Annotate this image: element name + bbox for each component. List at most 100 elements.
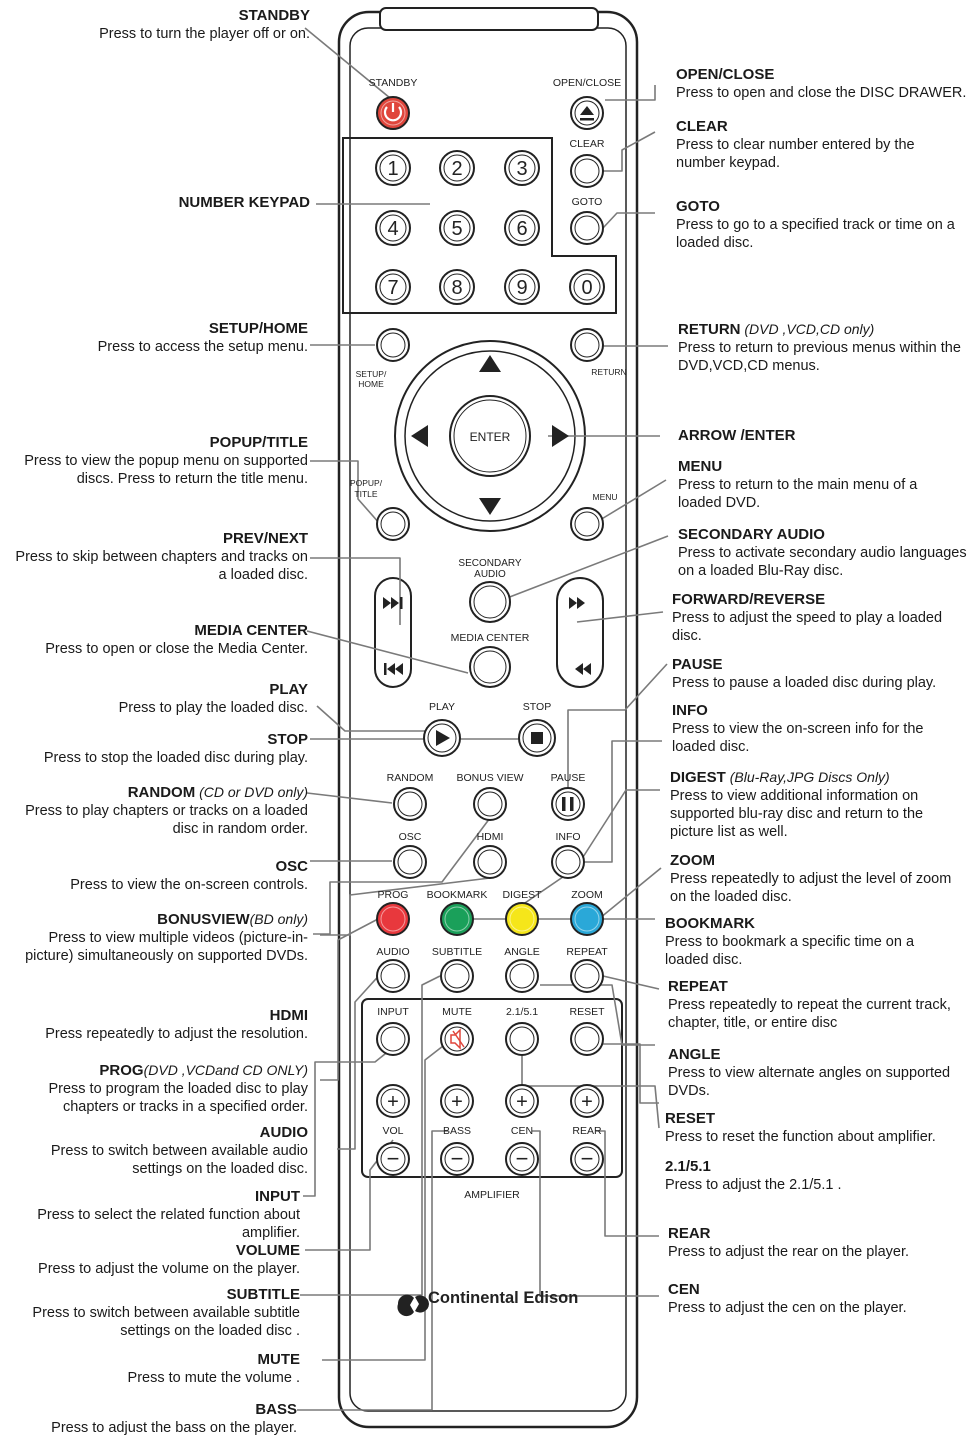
annotation-desc: Press to activate secondary audio langua… bbox=[678, 545, 967, 579]
annotation-title: PAUSE bbox=[672, 656, 723, 673]
open-close-button[interactable] bbox=[570, 96, 604, 130]
annotation-desc: Press to return to the main menu of a lo… bbox=[678, 477, 918, 511]
arrow-right-icon[interactable] bbox=[552, 425, 569, 447]
digit-9-label: 9 bbox=[516, 277, 527, 299]
digit-6-button[interactable]: 6 bbox=[504, 210, 540, 246]
goto-label: GOTO bbox=[572, 196, 603, 208]
digit-3-button[interactable]: 3 bbox=[504, 150, 540, 186]
media-center-button[interactable] bbox=[469, 646, 511, 688]
digit-0-button[interactable]: 0 bbox=[569, 269, 605, 305]
annotation-title: DIGEST bbox=[670, 769, 726, 786]
play-icon bbox=[436, 730, 450, 746]
digit-9-button[interactable]: 9 bbox=[504, 269, 540, 305]
secondary-audio-label-1: SECONDARY bbox=[458, 558, 521, 569]
leader-random bbox=[306, 792, 393, 804]
standby-button[interactable] bbox=[376, 96, 410, 130]
rear-plus-label: + bbox=[581, 1091, 593, 1113]
vol-plus-button[interactable]: + bbox=[376, 1084, 410, 1118]
info-button[interactable] bbox=[551, 845, 585, 879]
rear-plus-button[interactable]: + bbox=[570, 1084, 604, 1118]
annotation-title: GOTO bbox=[676, 198, 720, 215]
enter-button[interactable] bbox=[449, 395, 531, 477]
cen-plus-button[interactable]: + bbox=[505, 1084, 539, 1118]
subtitle-label: SUBTITLE bbox=[432, 946, 482, 958]
stop-button[interactable] bbox=[518, 719, 556, 757]
angle-button[interactable] bbox=[505, 959, 539, 993]
leader-hdmi bbox=[320, 877, 491, 936]
cen-minus-button[interactable]: − bbox=[505, 1142, 539, 1176]
repeat-button[interactable] bbox=[570, 959, 604, 993]
vol-minus-button[interactable]: − bbox=[376, 1142, 410, 1176]
popup-title-button[interactable] bbox=[376, 507, 410, 541]
digest-button[interactable] bbox=[505, 902, 539, 936]
bonus-view-button[interactable] bbox=[473, 787, 507, 821]
bass-minus-button[interactable]: − bbox=[440, 1142, 474, 1176]
secondary-audio-button[interactable] bbox=[469, 581, 511, 623]
return-button[interactable] bbox=[570, 328, 604, 362]
subtitle-button[interactable] bbox=[440, 959, 474, 993]
annotation-arrow-enter: ARROW /ENTER bbox=[678, 427, 958, 445]
digit-2-button[interactable]: 2 bbox=[439, 150, 475, 186]
audio-label: AUDIO bbox=[376, 946, 409, 958]
popup-title-label-1: POPUP/ bbox=[350, 478, 383, 488]
osc-button[interactable] bbox=[393, 845, 427, 879]
mute-button[interactable] bbox=[440, 1022, 474, 1056]
bass-plus-button[interactable]: + bbox=[440, 1084, 474, 1118]
zoom-button[interactable] bbox=[570, 902, 604, 936]
info-label: INFO bbox=[555, 831, 580, 843]
annotation-desc: Press to return to previous menus within… bbox=[678, 340, 961, 374]
leader-standby bbox=[304, 27, 391, 99]
digit-5-button[interactable]: 5 bbox=[439, 210, 475, 246]
digit-8-button[interactable]: 8 bbox=[439, 269, 475, 305]
goto-button[interactable] bbox=[570, 211, 604, 245]
clear-button[interactable] bbox=[570, 154, 604, 188]
bookmark-button[interactable] bbox=[440, 902, 474, 936]
random-button[interactable] bbox=[393, 787, 427, 821]
stop-label: STOP bbox=[523, 701, 551, 713]
play-label: PLAY bbox=[429, 701, 455, 713]
prev-icon[interactable] bbox=[384, 663, 387, 675]
play-button[interactable] bbox=[423, 719, 461, 757]
hdmi-button[interactable] bbox=[473, 845, 507, 879]
annotation-desc: Press to clear number entered by the num… bbox=[676, 137, 915, 171]
digit-7-label: 7 bbox=[387, 277, 398, 299]
menu-button[interactable] bbox=[570, 507, 604, 541]
setup-home-button[interactable] bbox=[376, 328, 410, 362]
annotation-return: RETURN (DVD ,VCD,CD only)Press to return… bbox=[678, 320, 968, 375]
bass-minus-label: − bbox=[451, 1146, 464, 1171]
ch-2151-label: 2.1/5.1 bbox=[506, 1006, 538, 1018]
annotation-title: BASS bbox=[255, 1401, 297, 1418]
annotation-title: RETURN bbox=[678, 321, 741, 338]
digit-7-button[interactable]: 7 bbox=[375, 269, 411, 305]
prog-button[interactable] bbox=[376, 902, 410, 936]
reset-label: RESET bbox=[569, 1006, 605, 1018]
annotation-desc: Press to stop the loaded disc during pla… bbox=[43, 750, 308, 766]
setup-home-label-2: HOME bbox=[358, 379, 384, 389]
rear-minus-button[interactable]: − bbox=[570, 1142, 604, 1176]
arrow-down-icon[interactable] bbox=[479, 498, 501, 515]
audio-button[interactable] bbox=[376, 959, 410, 993]
digit-1-button[interactable]: 1 bbox=[375, 150, 411, 186]
annotation-title: MUTE bbox=[257, 1351, 301, 1368]
annotation-title: NUMBER KEYPAD bbox=[178, 194, 310, 211]
reset-button[interactable] bbox=[570, 1022, 604, 1056]
annotation-title: CLEAR bbox=[676, 118, 728, 135]
next-icon[interactable] bbox=[383, 597, 399, 609]
input-button[interactable] bbox=[376, 1022, 410, 1056]
forward-icon[interactable] bbox=[569, 597, 585, 609]
arrow-left-icon[interactable] bbox=[411, 425, 428, 447]
annotation-title: BOOKMARK bbox=[665, 915, 755, 932]
annotation-title: PROG bbox=[99, 1062, 144, 1079]
arrow-up-icon[interactable] bbox=[479, 355, 501, 372]
input-label: INPUT bbox=[377, 1006, 409, 1018]
pause-button[interactable] bbox=[551, 787, 585, 821]
ch-2151-button[interactable] bbox=[505, 1022, 539, 1056]
reverse-icon[interactable] bbox=[575, 663, 591, 675]
leader-menu bbox=[599, 479, 667, 521]
digit-4-button[interactable]: 4 bbox=[375, 210, 411, 246]
annotation-desc: Press to view the popup menu on supporte… bbox=[24, 453, 308, 487]
